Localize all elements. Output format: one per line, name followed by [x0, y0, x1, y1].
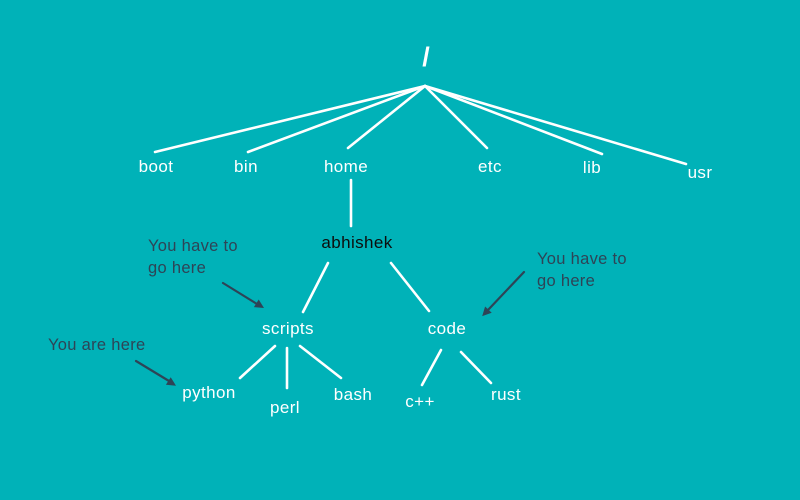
tree-nodes: / boot bin home etc lib usr abhishek scr…: [139, 42, 713, 417]
node-abhishek: abhishek: [321, 233, 392, 252]
arrowhead-icon: [165, 377, 176, 386]
node-lib: lib: [583, 158, 601, 177]
node-perl: perl: [270, 398, 300, 417]
node-rust: rust: [491, 385, 521, 404]
node-etc: etc: [478, 157, 502, 176]
annotation-arrow: [486, 270, 526, 312]
annotation-you-are-here: You are here: [48, 336, 176, 386]
annotation-text: You have to: [537, 250, 627, 268]
edge-abhishek-code: [389, 261, 431, 313]
edge-root-lib: [423, 84, 604, 156]
annotation-go-here-right: You have to go here: [482, 250, 627, 317]
edge-scripts-python: [238, 344, 277, 380]
annotation-text: You are here: [48, 336, 145, 354]
node-python: python: [182, 383, 235, 402]
edge-root-bin: [246, 84, 427, 154]
edge-root-etc: [423, 84, 489, 150]
node-cpp: c++: [405, 392, 435, 411]
edge-scripts-bash: [298, 344, 343, 380]
edge-root-boot: [153, 84, 427, 154]
arrowhead-icon: [482, 306, 492, 317]
annotation-text: go here: [537, 272, 595, 290]
annotation-go-here-left: You have to go here: [148, 237, 264, 308]
node-code: code: [428, 319, 466, 338]
node-scripts: scripts: [262, 319, 314, 338]
node-root: /: [422, 42, 430, 72]
node-home: home: [324, 157, 368, 176]
tree-edges: [153, 84, 688, 390]
edge-code-cpp: [420, 348, 443, 387]
annotation-text: go here: [148, 259, 206, 277]
node-usr: usr: [688, 163, 713, 182]
annotation-arrow: [221, 281, 259, 306]
edge-code-rust: [459, 350, 493, 385]
edge-root-usr: [423, 84, 688, 166]
node-bash: bash: [334, 385, 372, 404]
annotation-arrow: [134, 359, 171, 383]
node-boot: boot: [139, 157, 174, 176]
annotation-text: You have to: [148, 237, 238, 255]
edge-abhishek-scripts: [301, 261, 330, 314]
arrowhead-icon: [253, 299, 264, 308]
edge-root-home: [346, 84, 427, 150]
node-bin: bin: [234, 157, 258, 176]
